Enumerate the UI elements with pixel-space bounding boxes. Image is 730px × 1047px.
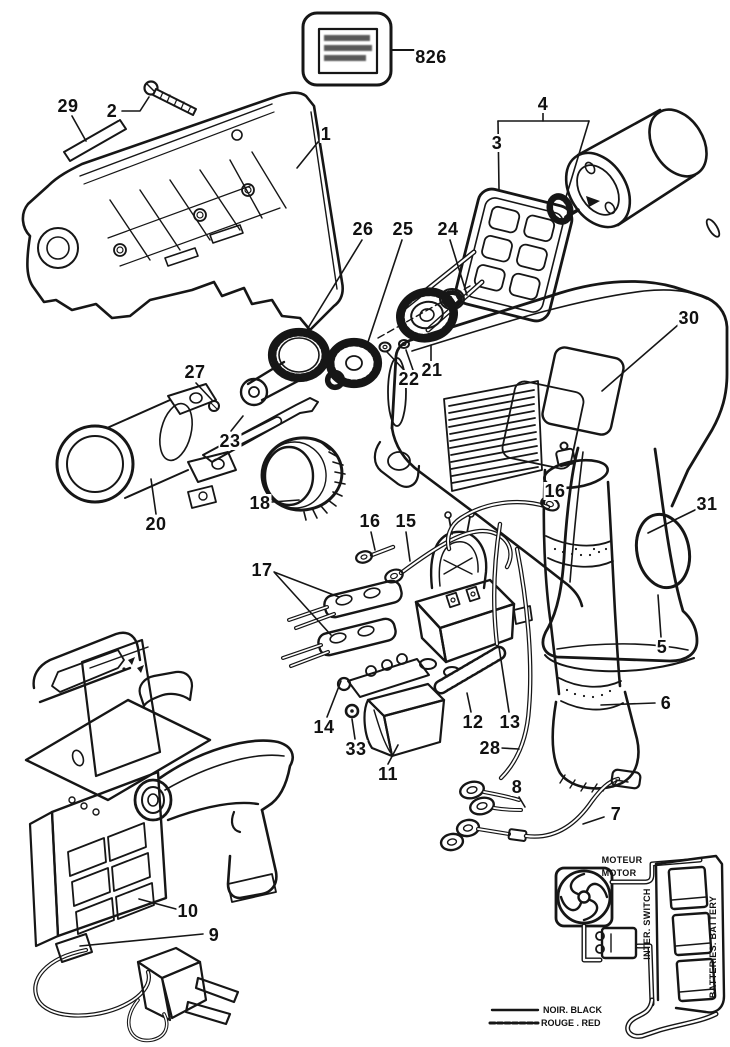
part-label-18: 18 <box>248 493 272 513</box>
trigger-group <box>336 653 446 758</box>
terminal-connectors <box>281 579 403 668</box>
housing-label-strip <box>63 119 127 162</box>
part-label-7: 7 <box>609 804 623 824</box>
part-label-30: 30 <box>677 308 701 328</box>
cradle-saddle <box>138 670 194 708</box>
part-label-16-a: 16 <box>358 511 382 531</box>
part-label-3: 3 <box>490 133 504 153</box>
molded-arrow-marks <box>122 657 144 673</box>
switch-assembly <box>414 510 533 678</box>
part-label-1: 1 <box>319 124 333 144</box>
schematic-switch-symbol <box>595 926 638 960</box>
bearing-retainer-20 <box>55 383 237 509</box>
motor <box>546 108 721 238</box>
charger-stand <box>24 631 294 948</box>
wall-plug <box>126 946 240 1043</box>
part-label-23: 23 <box>218 431 242 451</box>
part-label-27: 27 <box>183 362 207 382</box>
part-label-16-b: 16 <box>543 481 567 501</box>
spindle-key-23 <box>202 397 319 463</box>
part-label-826: 826 <box>414 47 448 67</box>
schematic-wires <box>581 857 719 1039</box>
trigger-button-14 <box>336 676 352 692</box>
legend-label-black: NOIR. BLACK <box>543 1005 602 1015</box>
part-label-2: 2 <box>105 101 119 121</box>
housing-right-half <box>373 280 729 608</box>
wire-16-stub <box>355 544 396 564</box>
schematic-motor-symbol <box>554 866 614 928</box>
wiring-schematic-inset <box>488 854 726 1039</box>
spring <box>433 645 507 695</box>
leader-lines <box>71 96 698 947</box>
part-label-15: 15 <box>394 511 418 531</box>
clutch-collar-18 <box>260 436 346 521</box>
part-label-17: 17 <box>250 560 274 580</box>
part-label-21: 21 <box>420 360 444 380</box>
inset-motor-label-en: MOTOR <box>601 868 637 879</box>
part-label-25: 25 <box>391 219 415 239</box>
gear-train <box>239 285 471 407</box>
part-label-13: 13 <box>498 712 522 732</box>
docked-drill <box>133 739 294 903</box>
ring-lugs-8 <box>459 780 523 816</box>
part-label-31: 31 <box>695 494 719 514</box>
battery-window-grid <box>67 822 155 935</box>
schematic-battery <box>654 854 726 1014</box>
nameplate-recess <box>541 346 625 436</box>
part-label-33: 33 <box>344 739 368 759</box>
spindle-gear-26 <box>239 327 331 407</box>
wire-7 <box>439 768 642 852</box>
battery-pack <box>542 441 640 793</box>
grip-oval-cutout <box>634 512 692 590</box>
power-cord <box>33 933 240 1043</box>
housing-left-half <box>21 91 345 332</box>
legend-label-red: ROUGE . RED <box>541 1018 601 1028</box>
part-label-4: 4 <box>536 94 550 114</box>
inset-battery-label: BATTERIES. BATTERY <box>708 895 719 999</box>
part-label-8: 8 <box>510 777 524 797</box>
inset-motor-label-fr: MOTEUR <box>601 855 643 866</box>
part-label-29: 29 <box>56 96 80 116</box>
part-label-12: 12 <box>461 712 485 732</box>
part-label-14: 14 <box>312 717 336 737</box>
pinion-21 <box>439 288 465 310</box>
part-label-9: 9 <box>207 925 221 945</box>
handle-grip-cover <box>541 446 699 673</box>
part-label-20: 20 <box>144 514 168 534</box>
inset-switch-label: INTER. SWITCH <box>642 888 653 960</box>
part-label-22: 22 <box>397 369 421 389</box>
part-label-26: 26 <box>351 219 375 239</box>
chuck-parts <box>55 383 346 521</box>
part-label-11: 11 <box>376 764 400 784</box>
wire-28 <box>498 546 533 781</box>
vent-slots <box>448 389 539 484</box>
gear-25 <box>324 337 383 391</box>
charger-connector <box>55 933 93 963</box>
part-label-10: 10 <box>176 901 200 921</box>
pivot-pin-33 <box>344 703 360 719</box>
part-label-24: 24 <box>436 219 460 239</box>
part-label-6: 6 <box>659 693 673 713</box>
part-label-28: 28 <box>478 738 502 758</box>
instruction-sticker <box>301 11 415 87</box>
wire-15 <box>384 528 513 584</box>
part-label-5: 5 <box>655 637 669 657</box>
wire-13 <box>491 521 503 647</box>
housing-screw <box>143 80 197 116</box>
wires <box>355 496 642 852</box>
